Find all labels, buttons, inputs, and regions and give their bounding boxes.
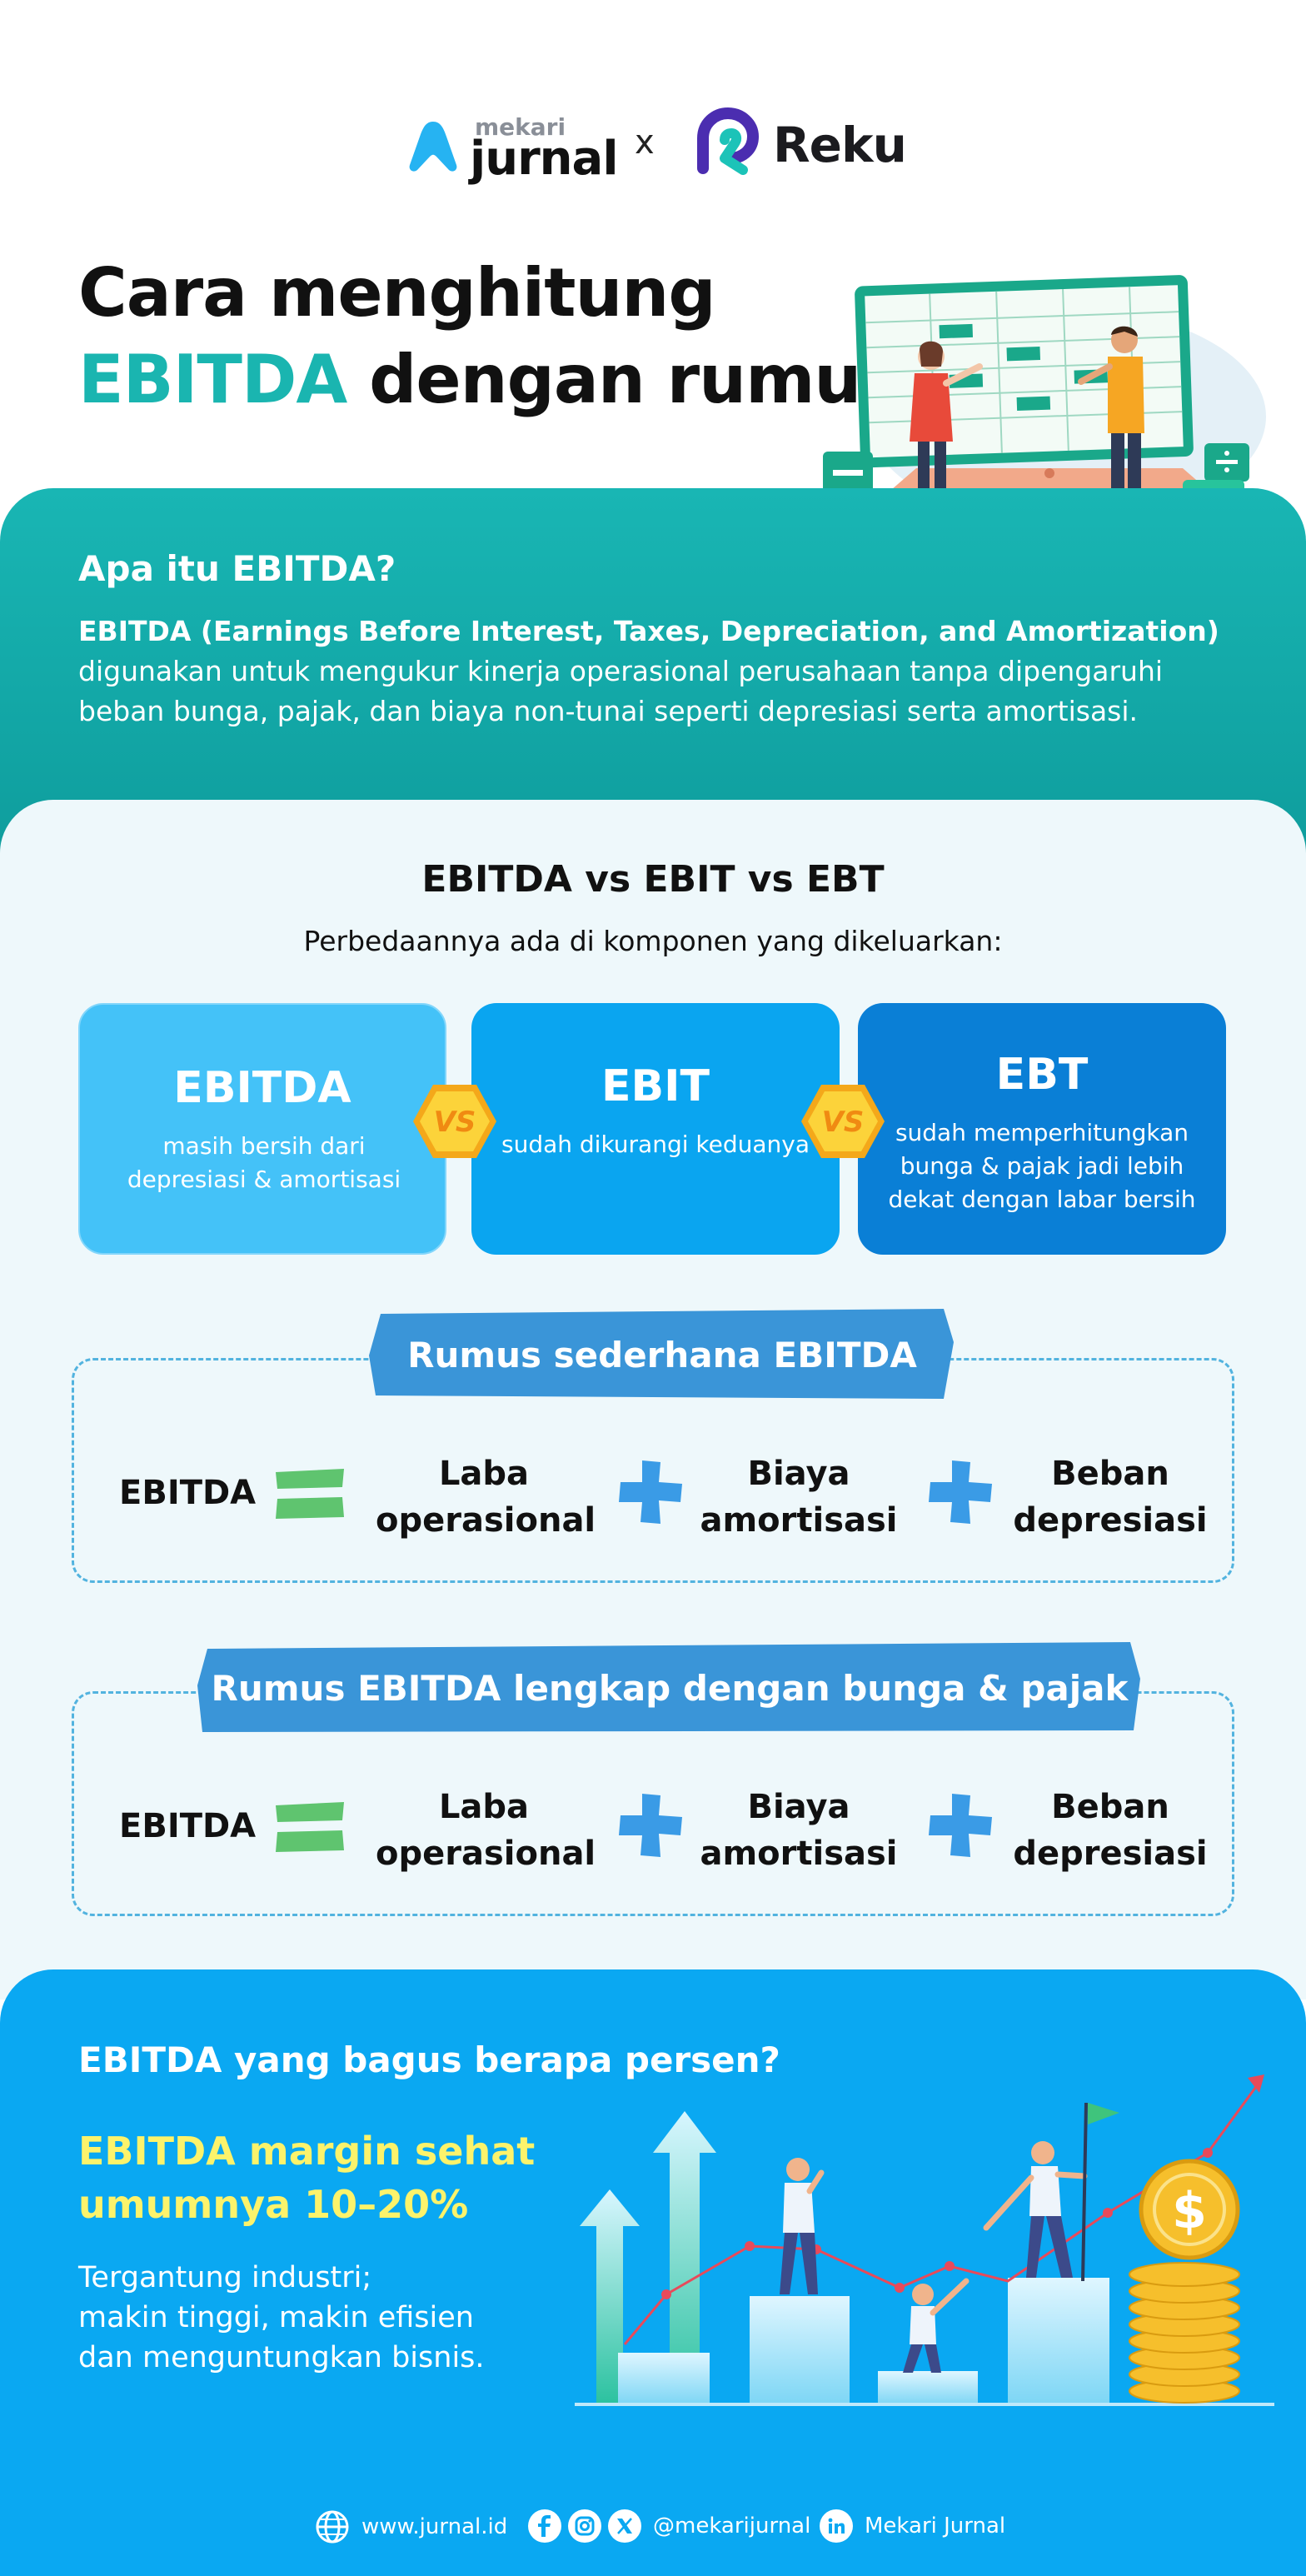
plus-icon	[929, 1460, 992, 1524]
reku-logo: Reku	[691, 105, 908, 180]
note-line: Tergantung industri;	[78, 2261, 372, 2294]
jurnal-wordmark: jurnal	[470, 132, 619, 186]
formula-term-operating-profit: Laba operasional	[376, 1450, 596, 1544]
footer-website[interactable]: www.jurnal.id	[315, 2509, 507, 2544]
card-desc: masih bersih dari depresiasi & amortisas…	[127, 1132, 401, 1193]
term-line2: amortisasi	[700, 1501, 898, 1540]
jurnal-a-icon	[409, 122, 457, 172]
hero-illustration	[816, 258, 1266, 542]
title-line2: dengan rumus	[346, 341, 900, 418]
title-line1: Cara menghitung	[78, 254, 716, 332]
instagram-icon	[568, 2509, 601, 2543]
mekari-wordmark: mekari	[475, 113, 566, 141]
formula-label: EBITDA	[119, 1474, 257, 1512]
logo-row: mekari jurnal x Reku	[0, 100, 1306, 186]
term-line2: depresiasi	[1013, 1501, 1208, 1540]
formula-simple: Rumus sederhana EBITDA EBITDA Laba opera…	[72, 1309, 1234, 1583]
formula-banner: Rumus sederhana EBITDA	[369, 1309, 955, 1400]
dollar-icon: $	[1172, 2182, 1207, 2240]
plus-icon	[929, 1794, 992, 1857]
website-text: www.jurnal.id	[361, 2514, 508, 2539]
formula-banner: Rumus EBITDA lengkap dengan bunga & paja…	[197, 1642, 1142, 1734]
margin-section: EBITDA yang bagus berapa persen? EBITDA …	[0, 1969, 1306, 2576]
card-name: EBT	[995, 1050, 1089, 1100]
mekari-jurnal-logo: mekari jurnal	[406, 108, 619, 186]
card-ebit: EBIT sudah dikurangi keduanya	[471, 1003, 840, 1255]
vs-label: VS	[822, 1106, 865, 1139]
formula-label: EBITDA	[119, 1807, 257, 1845]
footer-linkedin[interactable]: Mekari Jurnal	[820, 2509, 1005, 2543]
formula-term-operating-profit: Laba operasional	[376, 1784, 596, 1877]
term-line1: Laba	[438, 1455, 530, 1493]
formula-term-amortization: Biaya amortisasi	[690, 1450, 907, 1544]
reku-wordmark: Reku	[773, 117, 907, 173]
formula-term-depreciation: Beban depresiasi	[1002, 1784, 1219, 1877]
card-name: EBITDA	[173, 1063, 351, 1113]
comparison-subtitle: Perbedaannya ada di komponen yang dikelu…	[303, 925, 1003, 957]
comparison-section: EBITDA vs EBIT vs EBT Perbedaannya ada d…	[0, 800, 1306, 1999]
card-desc: sudah dikurangi keduanya	[501, 1131, 810, 1158]
term-line2: operasional	[376, 1835, 596, 1873]
equals-icon	[276, 1802, 344, 1852]
equals-icon	[276, 1469, 344, 1519]
term-line2: amortisasi	[700, 1835, 898, 1873]
page-title: Cara menghitung EBITDA dengan rumus	[78, 250, 900, 423]
growth-illustration: $	[575, 2069, 1274, 2419]
formula-title: Rumus sederhana EBITDA	[407, 1334, 917, 1375]
comparison-title: EBITDA vs EBIT vs EBT	[421, 858, 885, 901]
collab-separator: x	[635, 123, 655, 162]
x-twitter-icon	[608, 2509, 641, 2543]
card-ebt: EBT sudah memperhitungkan bunga & pajak …	[858, 1003, 1226, 1255]
footer-social[interactable]: @mekarijurnal	[528, 2509, 810, 2543]
term-line2: depresiasi	[1013, 1835, 1208, 1873]
term-line1: Biaya	[747, 1455, 850, 1493]
card-ebitda: EBITDA masih bersih dari depresiasi & am…	[78, 1003, 446, 1255]
margin-note: Tergantung industri; makin tinggi, makin…	[78, 2258, 611, 2378]
intro-text: EBITDA (Earnings Before Interest, Taxes,…	[78, 612, 1244, 731]
linkedin-text: Mekari Jurnal	[865, 2514, 1006, 2539]
vs-label: VS	[434, 1106, 476, 1139]
vs-badge-1: VS	[413, 1085, 496, 1158]
linkedin-icon	[820, 2509, 853, 2543]
margin-heading: EBITDA yang bagus berapa persen?	[78, 2039, 780, 2080]
note-line: dan menguntungkan bisnis.	[78, 2341, 485, 2374]
vs-badge-2: VS	[801, 1085, 885, 1158]
term-line1: Beban	[1051, 1455, 1169, 1493]
facebook-icon	[528, 2509, 561, 2543]
term-line1: Laba	[438, 1788, 530, 1826]
term-line1: Beban	[1051, 1788, 1169, 1826]
title-accent: EBITDA	[78, 341, 347, 418]
margin-highlight: EBITDA margin sehat umumnya 10–20%	[78, 2129, 536, 2227]
reku-r-icon	[697, 107, 760, 175]
intro-body: digunakan untuk mengukur kinerja operasi…	[78, 655, 1164, 727]
formula-term-depreciation: Beban depresiasi	[1002, 1450, 1219, 1544]
term-line2: operasional	[376, 1501, 596, 1540]
social-handle: @mekarijurnal	[653, 2514, 811, 2539]
intro-heading: Apa itu EBITDA?	[78, 548, 396, 589]
formula-title: Rumus EBITDA lengkap dengan bunga & paja…	[211, 1667, 1129, 1709]
note-line: makin tinggi, makin efisien	[78, 2301, 474, 2334]
footer: www.jurnal.id @mekarijurnal Mekari Jurna…	[0, 2501, 1306, 2551]
intro-term: EBITDA (Earnings Before Interest, Taxes,…	[78, 615, 1219, 647]
card-desc: sudah memperhitungkan bunga & pajak jadi…	[888, 1119, 1196, 1213]
plus-icon	[619, 1794, 682, 1857]
formula-term-amortization: Biaya amortisasi	[690, 1784, 907, 1877]
plus-icon	[619, 1460, 682, 1524]
globe-icon	[316, 2510, 349, 2544]
formula-full: Rumus EBITDA lengkap dengan bunga & paja…	[72, 1642, 1234, 1916]
card-name: EBIT	[601, 1061, 710, 1111]
term-line1: Biaya	[747, 1788, 850, 1826]
